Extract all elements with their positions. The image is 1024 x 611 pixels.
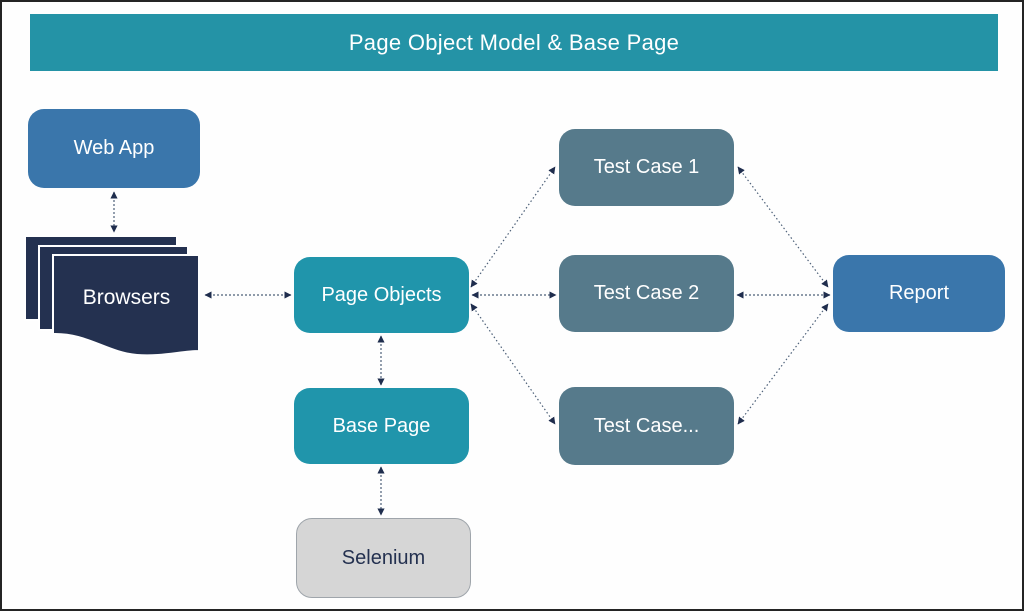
node-test-case-2-label: Test Case 2 [593, 282, 700, 304]
node-selenium-label: Selenium [341, 546, 426, 569]
node-browsers: Browsers [53, 254, 200, 342]
node-browsers-label: Browsers [82, 286, 171, 309]
arrow-testcase3-report [737, 303, 829, 425]
node-report: Report [833, 255, 1005, 332]
node-test-case-2: Test Case 2 [559, 255, 734, 332]
node-test-case-1-label: Test Case 1 [593, 156, 700, 178]
node-page-objects-label: Page Objects [321, 283, 442, 306]
title-bar: Page Object Model & Base Page [30, 14, 998, 71]
node-test-case-3: Test Case... [559, 387, 734, 465]
arrow-testcase1-report [737, 166, 829, 288]
node-test-case-1: Test Case 1 [559, 129, 734, 206]
node-test-case-3-label: Test Case... [593, 414, 700, 437]
node-base-page: Base Page [294, 388, 469, 464]
node-report-label: Report [888, 282, 950, 304]
arrow-pageobjects-testcase3 [470, 303, 556, 425]
node-page-objects: Page Objects [294, 257, 469, 333]
diagram-title: Page Object Model & Base Page [348, 29, 680, 55]
node-selenium: Selenium [296, 518, 471, 598]
node-web-app-label: Web App [73, 137, 155, 159]
node-base-page-label: Base Page [332, 414, 431, 437]
node-web-app: Web App [28, 109, 200, 188]
arrow-pageobjects-testcase1 [470, 166, 556, 288]
